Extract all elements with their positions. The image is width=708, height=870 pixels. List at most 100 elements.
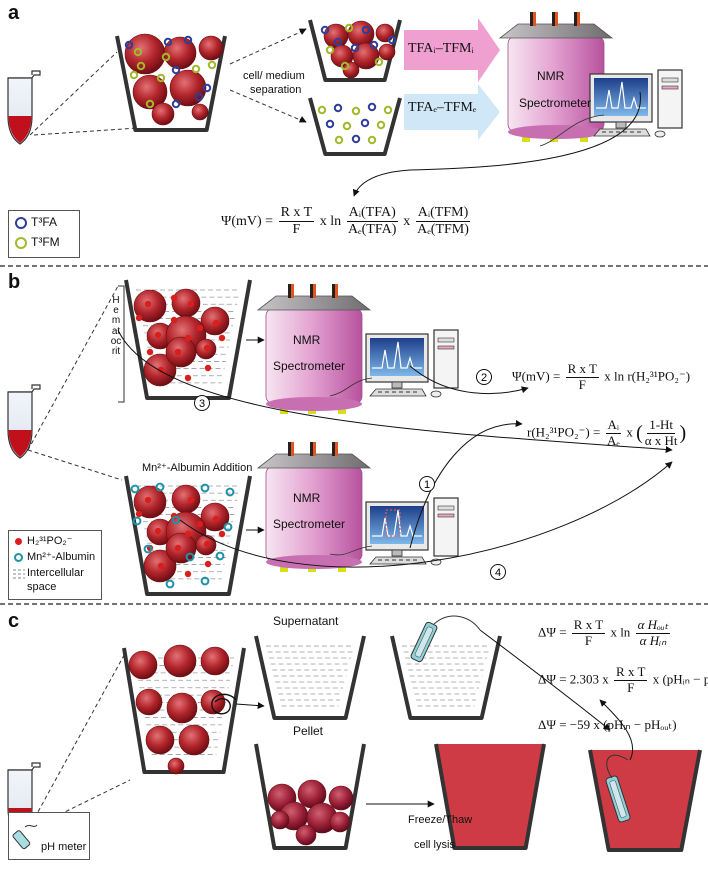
nmr-post — [310, 442, 313, 456]
tfa-ring — [171, 99, 181, 109]
tfm-ring — [376, 120, 386, 130]
cup-wall — [254, 743, 366, 850]
monitor-screen — [594, 78, 648, 116]
step-3-label: 3 — [199, 398, 205, 410]
pc-drive — [437, 345, 455, 350]
mn-albumin-ring — [185, 552, 195, 562]
tfa-ring — [367, 102, 377, 112]
red-blood-cell — [200, 646, 230, 676]
eq-a-f2-den: Aₑ(TFA) — [347, 222, 397, 238]
cup-wall — [124, 279, 252, 400]
eq-c1-den2: α Hᵢₙ — [639, 632, 667, 648]
eq-a-mult1: x ln — [319, 213, 342, 229]
h2po2-dot — [174, 544, 182, 552]
legend-ph-label: pH meter — [41, 841, 87, 853]
mn-albumin-ring — [155, 482, 165, 492]
step-1-label: 1 — [424, 479, 430, 491]
mn-albumin-ring — [200, 483, 210, 493]
red-blood-cell — [132, 74, 168, 110]
arrow-to-centrifuge-products — [235, 702, 265, 710]
eq-b2-lhs: r(H₂³¹PO₂⁻) = — [527, 424, 601, 440]
legend-tfa-label: T³FA — [31, 215, 57, 229]
tfa-ring — [202, 83, 212, 93]
h2po2-dot — [144, 496, 152, 504]
tfa-ring — [124, 40, 134, 50]
tfm-ring — [133, 47, 143, 57]
h2po2-dot — [154, 527, 162, 535]
eq-b2-num2: 1-Ht — [647, 417, 676, 434]
tfa-ring — [325, 119, 335, 129]
mouse — [654, 130, 666, 138]
step-1-label-circle — [419, 476, 435, 492]
red-blood-cell — [169, 69, 207, 107]
supernatant-label: Supernatant — [273, 614, 339, 628]
legend-mn-label: Mn²⁺-Albumin — [27, 551, 96, 563]
eq-b1-rhs: x ln r(H₂³¹PO₂⁻) — [604, 368, 691, 384]
red-blood-cell — [378, 43, 396, 61]
mn-albumin-ring — [225, 487, 235, 497]
nmr-post — [288, 442, 291, 456]
tfa-ring — [369, 40, 379, 50]
nmr-post-orange — [335, 442, 338, 456]
tfm-ring — [325, 45, 335, 55]
tfm-ring-icon — [15, 237, 27, 249]
nmr-spectrometer-icon-b1 — [256, 284, 372, 414]
tube-blood — [8, 116, 32, 143]
pellet-cell — [329, 811, 351, 833]
h2po2-dot — [187, 496, 195, 504]
nmr-post — [530, 12, 533, 26]
h2po2-dot — [170, 294, 178, 302]
arrow-step-1 — [409, 420, 523, 549]
arrow-supernatant-to-eq — [479, 629, 611, 731]
hematocrit-bracket — [118, 285, 125, 403]
cup-wall — [122, 647, 246, 774]
cable-a — [539, 114, 605, 147]
nmr-label-b2-line2: Spectrometer — [273, 517, 346, 531]
eq-b1-lhs: Ψ(mV) = — [512, 368, 561, 384]
panel-a-label: a — [8, 2, 20, 24]
eq-a-f1-num: R x T — [278, 205, 315, 223]
red-blood-cell — [128, 650, 158, 680]
red-blood-cell — [166, 692, 198, 724]
tfa-ring — [320, 25, 330, 35]
tfm-ring — [161, 52, 171, 62]
eq-b1-num: R x T — [565, 361, 599, 378]
cup-wall — [254, 635, 366, 720]
red-blood-cell — [198, 35, 224, 61]
tfm-ring — [344, 23, 354, 33]
nmr-label-a-line2: Spectrometer — [519, 96, 592, 110]
nmr-lid — [256, 295, 372, 311]
delta-psi-equation-2: ΔΨ = 2.303 x R x TF x (pHᵢₙ − pHₒᵤₜ) — [538, 664, 708, 696]
eq-c2-den: F — [627, 679, 635, 695]
nmr-body — [265, 465, 363, 563]
tfa-ring — [163, 37, 173, 47]
pellet-cell — [295, 824, 317, 846]
tube-icon-b — [7, 384, 41, 459]
h2po2-dot — [203, 344, 211, 352]
ph-cable — [433, 615, 481, 631]
nmr-label-b1-line2: Spectrometer — [273, 359, 346, 373]
computer-icon-b1 — [365, 329, 459, 398]
cup-fill — [436, 744, 544, 848]
h2po2-dot — [203, 540, 211, 548]
eq-c2-lhs: ΔΨ = 2.303 x — [538, 671, 609, 687]
extracellular-arrow-label: TFAₑ–TFMₑ — [408, 100, 477, 115]
h2po2-dot — [212, 515, 220, 523]
eq-a-f1-den: F — [292, 222, 301, 238]
cup-wall — [588, 749, 702, 852]
tfa-ring — [350, 43, 360, 53]
pc-drive — [437, 505, 455, 511]
cup-supernatant-c — [254, 635, 366, 720]
tube-icon-a — [7, 70, 41, 145]
legend-c: pH meter — [8, 812, 90, 860]
eq-a-lhs: Ψ(mV) — [221, 213, 262, 229]
h2po2-dot — [204, 560, 212, 568]
separation-arrow-top-head — [298, 28, 307, 35]
nmr-post-orange — [577, 12, 580, 26]
legend-h2po2-label: H₂³¹PO₂⁻ — [27, 535, 73, 547]
pellet-cell — [270, 810, 290, 830]
eq-c2-rhs: x (pHᵢₙ − pHₒᵤₜ) — [652, 671, 708, 687]
eq-c1-mid: x ln — [610, 624, 631, 640]
intracellular-arrow — [404, 18, 500, 82]
cable-b2 — [329, 545, 373, 556]
